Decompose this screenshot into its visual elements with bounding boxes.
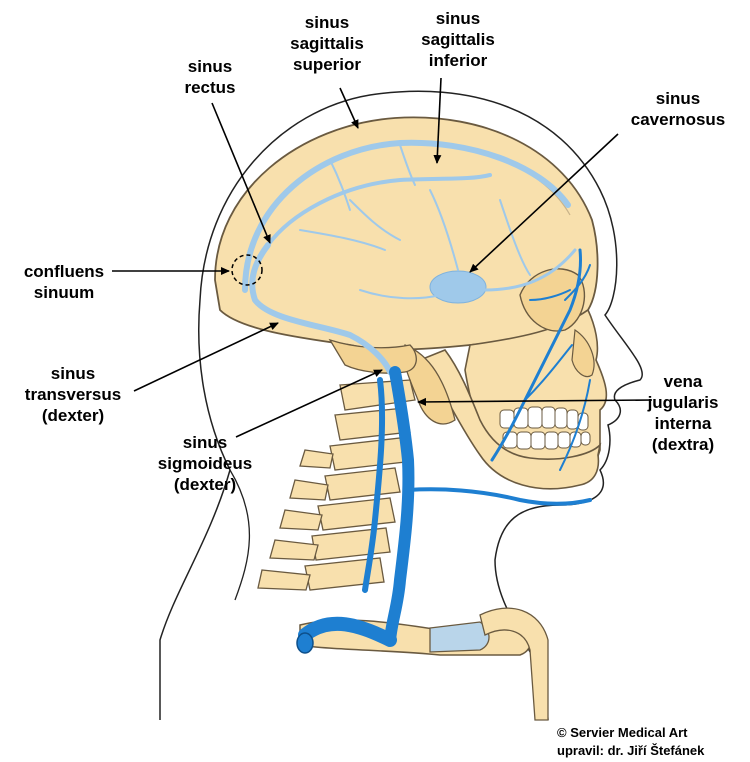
teeth <box>499 406 591 450</box>
credit-line-copyright: © Servier Medical Art <box>557 725 688 740</box>
pointer-vena-jugularis <box>417 397 653 406</box>
credit-line-editor: upravil: dr. Jiří Štefánek <box>557 743 705 758</box>
label-sinus-transversus: sinus transversus (dexter) <box>24 364 122 425</box>
pointer-sinus-cavernosus <box>469 133 619 273</box>
mandibular-ramus <box>403 344 456 425</box>
label-vena-jugularis-interna: vena jugularis interna (dextra) <box>647 372 719 454</box>
subclavian-vein-end <box>296 632 314 654</box>
jugular-veins <box>298 248 592 647</box>
pointer-sinus-sagittalis-inferior <box>433 77 442 164</box>
pointer-sinus-sigmoideus <box>235 369 383 438</box>
pointer-sinus-sagittalis-superior <box>339 87 359 129</box>
sternum-cartilage <box>429 621 490 653</box>
label-sinus-cavernosus: sinus cavernosus <box>630 89 726 129</box>
label-sinus-sagittalis-superior: sinus sagittalis superior <box>290 13 364 74</box>
mandible <box>418 349 602 490</box>
pointer-lines <box>112 77 653 438</box>
label-sinus-sigmoideus: sinus sigmoideus (dexter) <box>157 433 253 494</box>
credit-text: © Servier Medical Art upravil: dr. Jiří … <box>557 724 704 760</box>
label-sinus-rectus: sinus rectus <box>184 57 236 97</box>
label-sinus-sagittalis-inferior: sinus sagittalis inferior <box>421 9 495 70</box>
pointer-sinus-rectus <box>211 102 271 244</box>
first-rib <box>479 607 549 721</box>
pointer-sinus-transversus <box>133 322 279 392</box>
cervical-vertebrae <box>257 379 416 591</box>
confluens-marker <box>231 254 263 286</box>
cavernous-sinus-shape <box>429 270 487 304</box>
label-confluens-sinuum: confluens sinuum <box>23 262 105 302</box>
neck-back-outline <box>229 469 251 601</box>
nasal-region <box>571 328 595 378</box>
